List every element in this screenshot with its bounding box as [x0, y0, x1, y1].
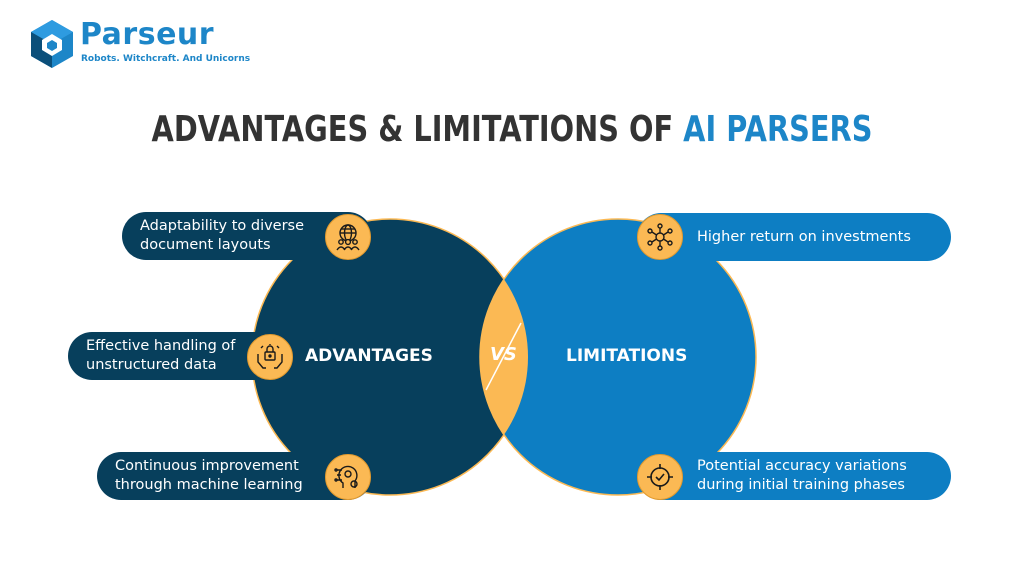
vs-slash: [485, 322, 522, 391]
limitation-2-line-1: Potential accuracy variations: [697, 458, 907, 474]
target-check-icon: [637, 454, 683, 500]
advantage-2-line-2: unstructured data: [86, 357, 217, 373]
brand-tagline: Robots. Witchcraft. And Unicorns: [81, 54, 251, 64]
advantage-3-line-2: through machine learning: [115, 477, 303, 493]
parseur-logo-icon: [31, 20, 73, 68]
advantage-item-3: Continuous improvement through machine l…: [97, 452, 372, 500]
limitation-item-1: Higher return on investments: [637, 213, 951, 261]
advantages-label: ADVANTAGES: [305, 346, 433, 366]
hands-lock-icon: [247, 334, 293, 380]
title-part-1: ADVANTAGES & LIMITATIONS OF: [151, 109, 684, 150]
title-part-2: AI PARSERS: [683, 109, 873, 150]
advantage-1-line-2: document layouts: [140, 237, 271, 253]
page-title: ADVANTAGES & LIMITATIONS OF AI PARSERS: [102, 106, 921, 154]
advantage-3-line-1: Continuous improvement: [115, 458, 299, 474]
brand-logo: Parseur Robots. Witchcraft. And Unicorns: [26, 17, 250, 70]
limitation-1-line-1: Higher return on investments: [697, 228, 911, 245]
brand-name: Parseur: [80, 17, 215, 52]
globe-users-icon: [325, 214, 371, 260]
vs-label: VS: [490, 344, 517, 365]
advantage-2-line-1: Effective handling of: [86, 338, 236, 354]
advantage-1-line-1: Adaptability to diverse: [140, 218, 305, 234]
limitation-item-2: Potential accuracy variations during ini…: [637, 452, 951, 500]
limitation-2-line-2: during initial training phases: [697, 477, 905, 493]
ai-head-icon: [325, 454, 371, 500]
network-hub-icon: [637, 214, 683, 260]
limitations-label: LIMITATIONS: [566, 346, 688, 366]
